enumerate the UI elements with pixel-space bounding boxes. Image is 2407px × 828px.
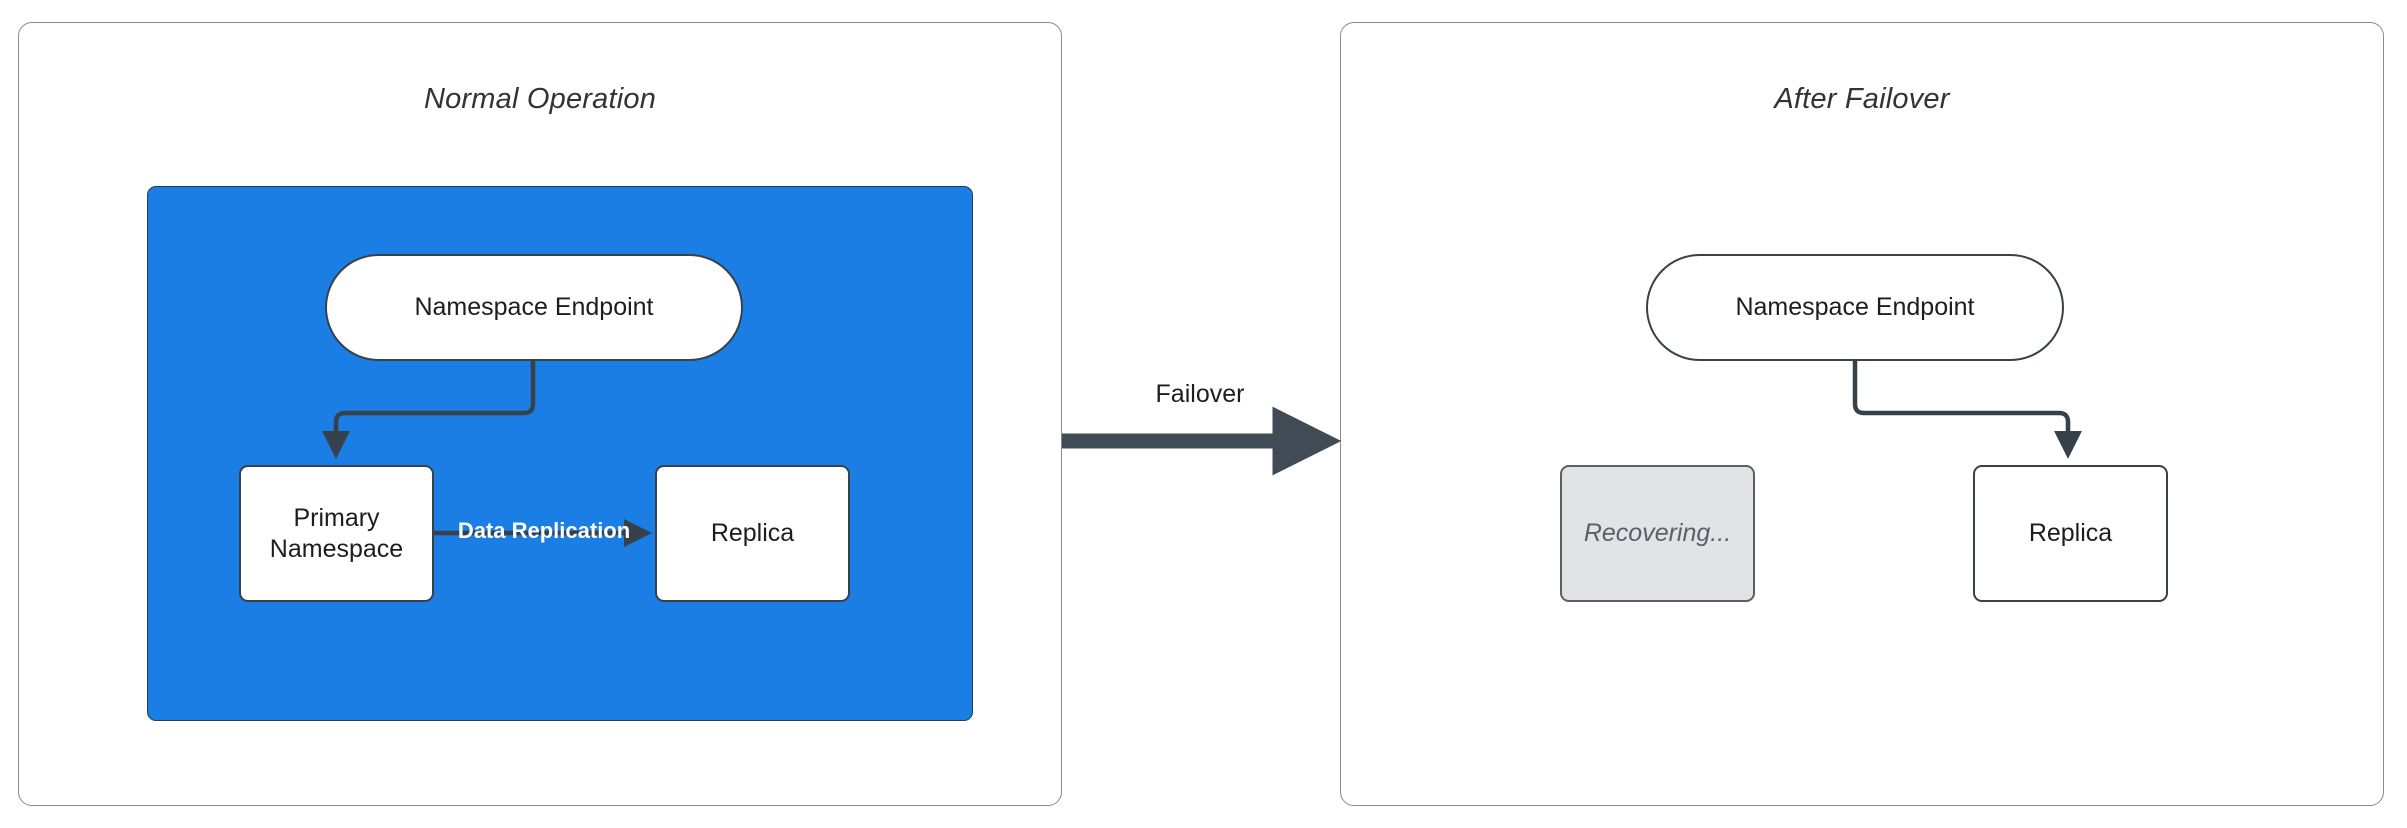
node-label: Namespace Endpoint <box>414 293 654 322</box>
node-label: Replica <box>2028 519 2113 548</box>
panel-title-normal-operation: Normal Operation <box>423 83 657 115</box>
node-label: Namespace Endpoint <box>1735 293 1975 322</box>
transition-label-failover: Failover <box>1155 380 1245 408</box>
node-label-line1: Primary <box>293 504 380 532</box>
node-label-line2: Namespace <box>269 534 404 563</box>
node-recovering[interactable]: Recovering... <box>1560 465 1755 602</box>
panel-normal-operation: Normal Operation <box>18 22 1062 806</box>
node-label: Recovering... <box>1583 519 1732 548</box>
node-namespace-endpoint-failover[interactable]: Namespace Endpoint <box>1646 254 2064 361</box>
panel-title-after-failover: After Failover <box>1774 83 1950 115</box>
node-replica-failover[interactable]: Replica <box>1973 465 2168 602</box>
panel-after-failover: After Failover <box>1340 22 2384 806</box>
node-label: Replica <box>710 519 795 548</box>
node-namespace-endpoint-normal[interactable]: Namespace Endpoint <box>325 254 743 361</box>
node-primary-namespace[interactable]: Primary Namespace <box>239 465 434 602</box>
node-label: Primary Namespace <box>270 503 403 564</box>
edge-label-data-replication: Data Replication <box>457 518 631 543</box>
node-replica-normal[interactable]: Replica <box>655 465 850 602</box>
